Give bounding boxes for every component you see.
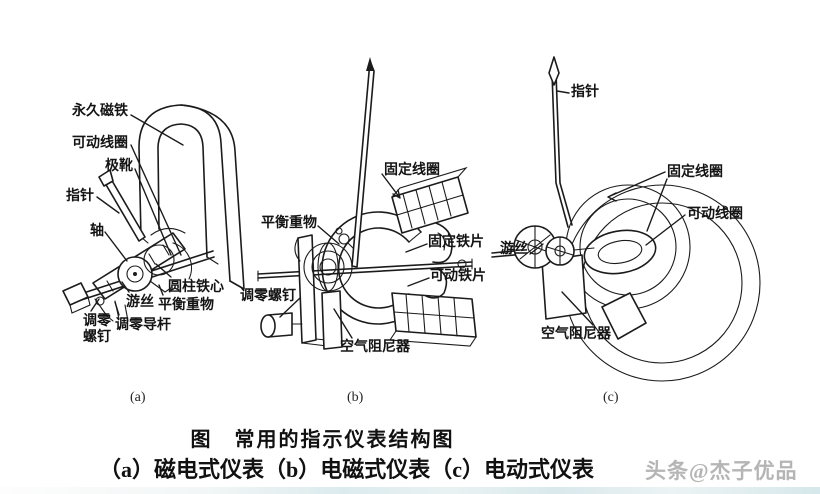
label-hairspring-a: 游丝 — [126, 295, 154, 310]
leader-lines-b — [279, 173, 430, 339]
label-moving-iron-piece: 可动铁片 — [430, 269, 486, 284]
moving-coil-ellipse — [583, 229, 657, 275]
subfigure-tag-a: (a) — [130, 390, 146, 405]
subfigure-tag-b: (b) — [347, 390, 364, 405]
label-fixed-coil-c: 固定线圈 — [667, 165, 723, 180]
pointer-needle — [351, 57, 375, 268]
subfigure-tag-c: (c) — [603, 390, 619, 405]
bottom-wedge — [601, 292, 647, 340]
magnet-horseshoe — [138, 104, 245, 290]
label-pole-shoe: 极靴 — [105, 159, 133, 174]
label-air-damper-c: 空气阻尼器 — [541, 327, 611, 342]
figure-caption-title: 图 常用的指示仪表结构图 — [190, 429, 455, 451]
hub-and-hairspring — [94, 244, 175, 322]
diagram-b-drawing — [257, 57, 477, 350]
label-air-damper-b: 空气阻尼器 — [340, 340, 410, 355]
shaft-rod — [257, 258, 473, 282]
label-moving-coil-c: 可动线圈 — [687, 207, 743, 222]
pointer-needle — [98, 169, 146, 242]
label-hairspring-c: 游丝 — [500, 242, 528, 257]
fixed-coil-bottom-box — [389, 292, 477, 347]
label-shaft: 轴 — [90, 224, 104, 239]
diagram-a-drawing — [62, 104, 245, 322]
pointer-needle — [548, 56, 573, 228]
label-fixed-iron-piece: 固定铁片 — [428, 235, 484, 250]
label-zero-adjust-screw-a: 调零螺钉 — [83, 314, 111, 346]
watermark-text: 头条@杰子优品 — [645, 459, 798, 483]
label-moving-coil-a: 可动线圈 — [72, 136, 128, 151]
iron-pieces — [425, 222, 453, 299]
air-damper-plate — [321, 290, 343, 350]
label-zero-adjust-screw-b: 调零螺钉 — [240, 289, 296, 304]
label-cylindrical-iron-core: 圆柱铁心 — [168, 280, 224, 295]
label-pointer-c: 指针 — [571, 85, 599, 100]
left-bracket — [294, 234, 337, 348]
bottom-edge-strip — [0, 487, 820, 494]
figure-caption-subtitle: （a）磁电式仪表（b）电磁式仪表（c）电动式仪表 — [99, 457, 595, 482]
label-zero-adjust-rod: 调零导杆 — [115, 318, 171, 333]
leader-lines-c — [529, 90, 686, 326]
diagram-c-drawing — [491, 56, 761, 382]
leader-lines-a — [90, 114, 184, 316]
label-permanent-magnet: 永久磁铁 — [72, 104, 128, 119]
label-pointer-a: 指针 — [66, 189, 94, 204]
label-balance-weight-b: 平衡重物 — [261, 216, 317, 231]
hairspring-wheels — [491, 225, 595, 269]
hairspring-coil — [303, 242, 353, 292]
zero-screw-cylinder — [260, 312, 303, 338]
fixed-coil-top-box — [391, 166, 469, 234]
label-balance-weight-a: 平衡重物 — [158, 298, 214, 313]
label-fixed-coil-b: 固定线圈 — [384, 163, 440, 178]
